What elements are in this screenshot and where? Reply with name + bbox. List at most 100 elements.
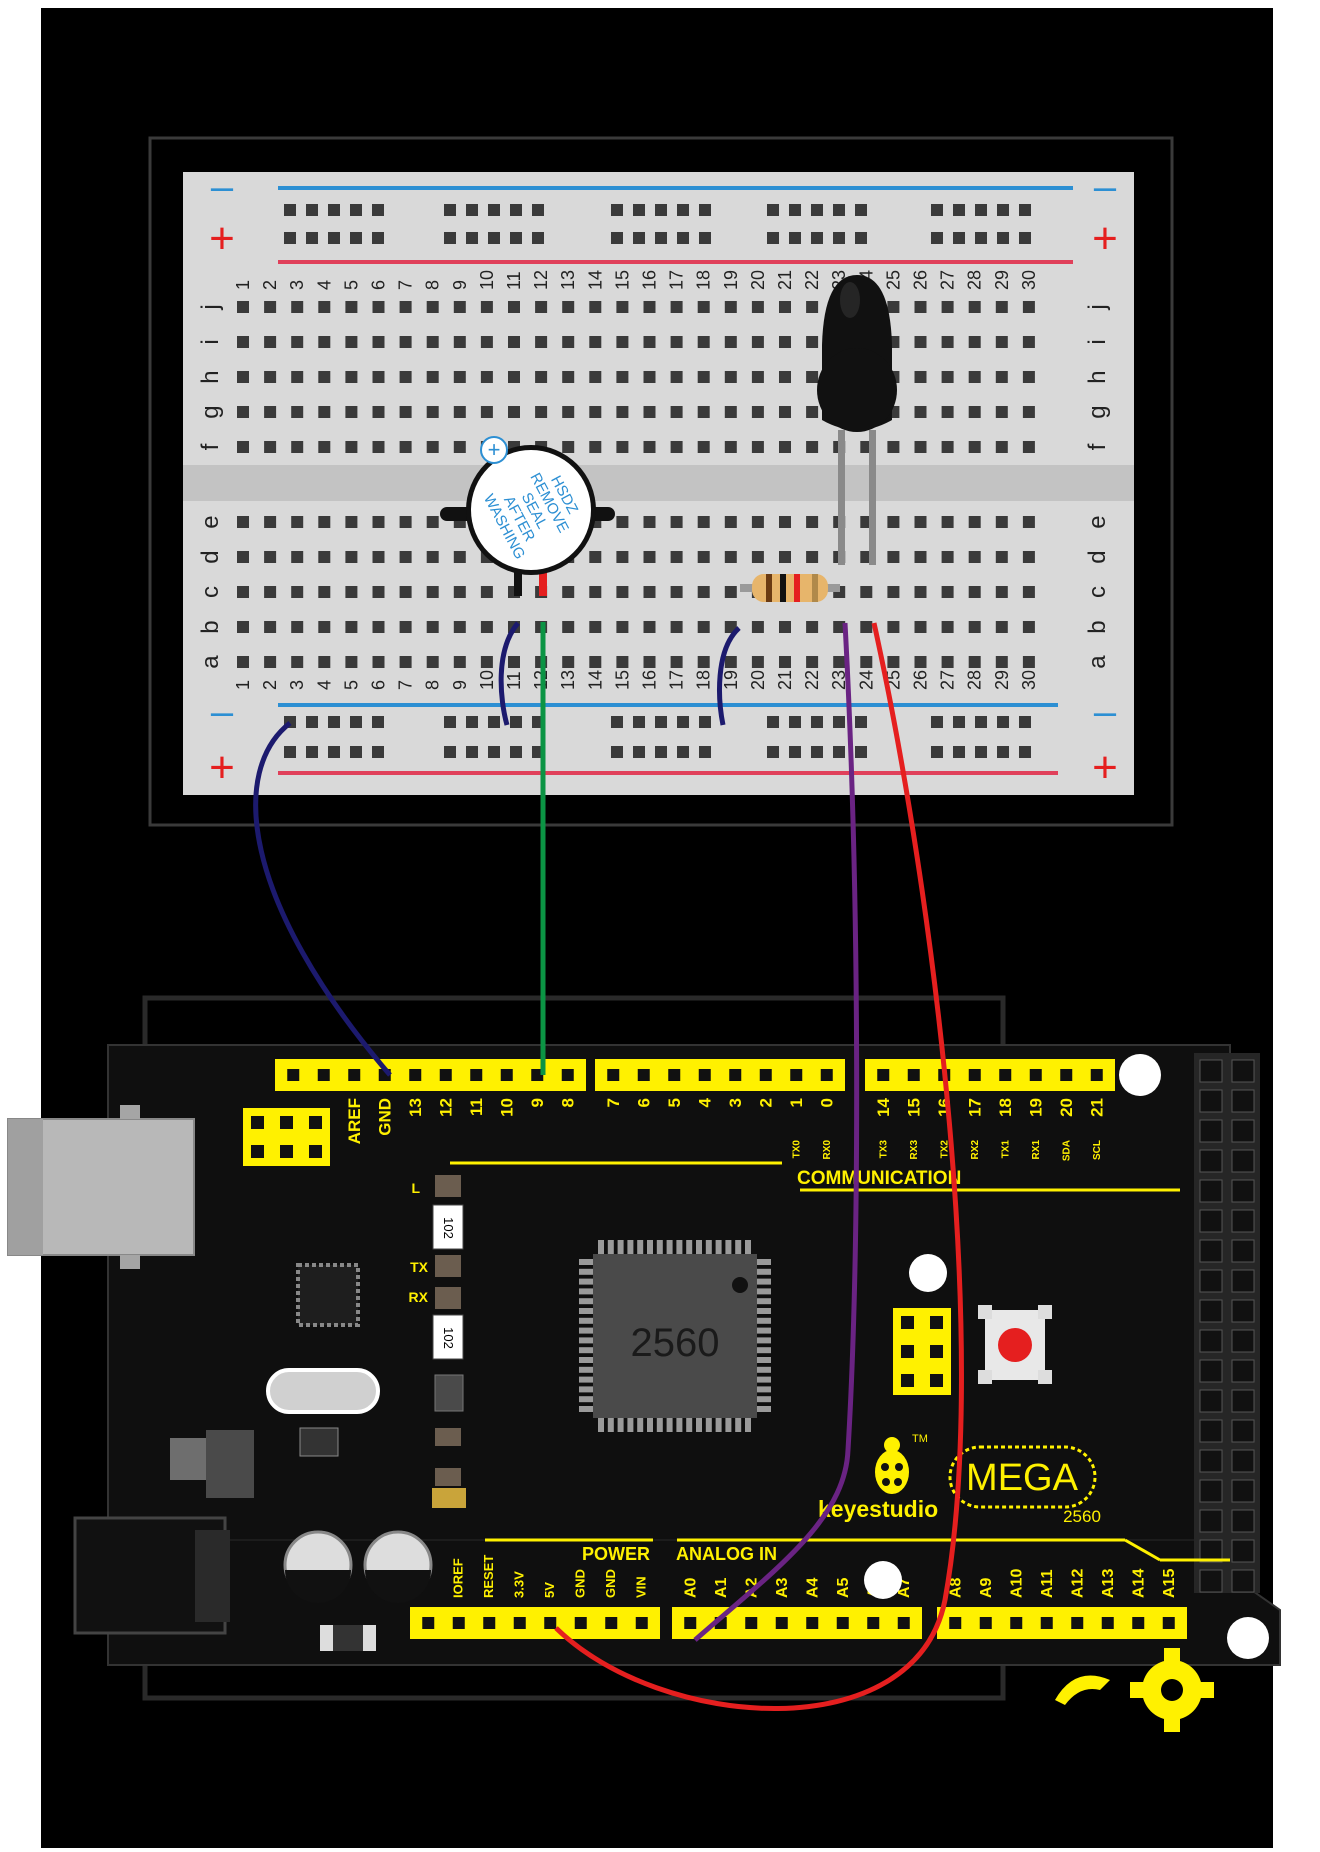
- buzzer-sticker: [471, 450, 591, 570]
- usb-interface-chip: [296, 1263, 360, 1327]
- breadboard-hole: [510, 204, 522, 216]
- analog-pin-label: A14: [1131, 1569, 1148, 1598]
- column-number: 20: [748, 270, 768, 290]
- chip-pin: [627, 1418, 634, 1432]
- breadboard-hole: [633, 232, 645, 244]
- breadboard-hole: [724, 586, 737, 598]
- digital-header-3: [865, 1059, 1115, 1091]
- digital-pin-sublabel: TX3: [879, 1140, 890, 1159]
- header-pin: [470, 1069, 483, 1081]
- breadboard-hole: [1022, 371, 1035, 383]
- breadboard-hole: [995, 441, 1008, 453]
- breadboard-hole: [291, 441, 304, 453]
- breadboard-hole: [699, 204, 711, 216]
- column-number: 4: [314, 680, 334, 690]
- breadboard-hole: [677, 716, 689, 728]
- breadboard-hole: [779, 656, 791, 668]
- breadboard-hole: [968, 441, 981, 453]
- breadboard-hole: [887, 516, 900, 528]
- header-socket: [1231, 1059, 1255, 1083]
- rail-minus-symbol: –: [211, 165, 234, 209]
- header-pin: [637, 1069, 650, 1081]
- breadboard-hole: [399, 551, 412, 563]
- breadboard-hole: [995, 586, 1008, 598]
- breadboard-hole: [1022, 621, 1035, 633]
- digital-pin-label: 13: [406, 1098, 425, 1117]
- breadboard-hole: [372, 551, 385, 563]
- breadboard-hole: [453, 301, 466, 313]
- breadboard-hole: [488, 716, 500, 728]
- breadboard-hole: [306, 716, 318, 728]
- digital-pin-label: 6: [634, 1098, 653, 1107]
- header-pin: [605, 1617, 618, 1629]
- breadboard-hole: [508, 336, 520, 348]
- header-pin: [930, 1316, 943, 1329]
- breadboard-hole: [284, 232, 296, 244]
- column-number: 21: [775, 270, 795, 290]
- breadboard-hole: [318, 441, 331, 453]
- column-number: 29: [992, 270, 1012, 290]
- column-number: 13: [558, 270, 578, 290]
- header-pin: [309, 1145, 322, 1158]
- row-letter: i: [1084, 339, 1111, 344]
- header-pin: [1029, 1069, 1042, 1081]
- breadboard-hole: [237, 621, 249, 633]
- chip-pin: [757, 1278, 771, 1285]
- breadboard-hole: [751, 441, 764, 453]
- analog-pin-label: A0: [683, 1577, 700, 1598]
- buzzer-plus-mark: [480, 436, 508, 464]
- breadboard-hole: [510, 232, 522, 244]
- breadboard-hole: [264, 586, 277, 598]
- header-pin: [561, 1069, 574, 1081]
- header-pin: [684, 1617, 697, 1629]
- breadboard-hole: [697, 621, 710, 633]
- chip-pin: [579, 1376, 593, 1383]
- breadboard-hole: [968, 301, 981, 313]
- model-name: MEGA: [966, 1457, 1079, 1499]
- breadboard-hole: [670, 551, 683, 563]
- breadboard-hole: [562, 441, 575, 453]
- breadboard-hole: [968, 656, 981, 668]
- rail-holes: [284, 204, 1031, 758]
- breadboard-hole: [535, 336, 548, 348]
- breadboard-hole: [968, 586, 981, 598]
- row-letter: h: [1084, 370, 1111, 383]
- row-letter: a: [197, 655, 224, 669]
- column-number: 24: [856, 670, 876, 690]
- breadboard-hole: [806, 516, 819, 528]
- breadboard-hole: [291, 336, 304, 348]
- header-pin: [574, 1617, 587, 1629]
- reset-button[interactable]: [998, 1328, 1032, 1362]
- breadboard-hole: [350, 746, 362, 758]
- breadboard-hole: [264, 516, 277, 528]
- breadboard-hole: [291, 586, 304, 598]
- digital-pin-sublabel: SCL: [1092, 1140, 1103, 1160]
- breadboard-hole: [444, 746, 456, 758]
- pin-headers: [275, 1059, 1187, 1639]
- breadboard-hole: [616, 621, 629, 633]
- digital-header-2: [595, 1059, 845, 1091]
- column-number: 27: [938, 670, 958, 690]
- breadboard-hole: [1022, 516, 1035, 528]
- breadboard-hole: [399, 516, 412, 528]
- breadboard-hole: [426, 656, 439, 668]
- breadboard-hole: [345, 621, 358, 633]
- header-pin: [729, 1069, 742, 1081]
- chip-pin: [579, 1337, 593, 1344]
- rail-plus-symbol: +: [209, 214, 235, 263]
- analog-pin-label: A10: [1009, 1569, 1026, 1598]
- column-number: 19: [721, 670, 741, 690]
- breadboard-hole: [724, 551, 737, 563]
- header-socket: [1199, 1299, 1223, 1323]
- header-pin: [907, 1069, 920, 1081]
- breadboard-hole: [399, 371, 412, 383]
- chip-pin: [579, 1308, 593, 1314]
- smd-transistor: [434, 1374, 464, 1412]
- capacitor-marking: [365, 1570, 431, 1603]
- breadboard-hole: [833, 232, 845, 244]
- breadboard-hole: [914, 656, 927, 668]
- chip-pin: [757, 1268, 771, 1275]
- breadboard-hole: [751, 301, 764, 313]
- communication-label: COMMUNICATION: [797, 1168, 961, 1189]
- breadboard-hole: [616, 336, 629, 348]
